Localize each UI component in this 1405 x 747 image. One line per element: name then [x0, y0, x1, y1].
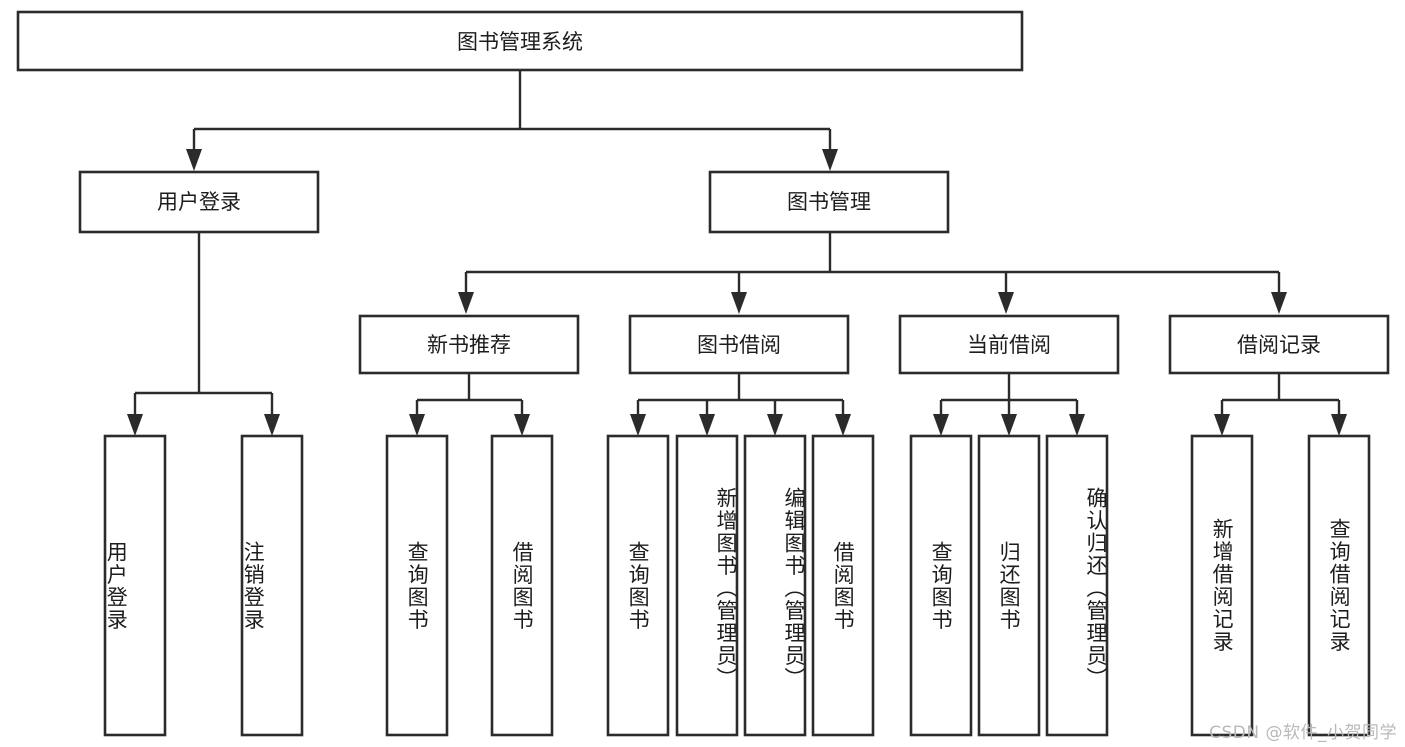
node-current-borrow[interactable]: 当前借阅 [898, 314, 1120, 375]
arrow-head-userlogin-leaf-0 [127, 414, 143, 436]
connector-group-user-login [127, 232, 280, 436]
leaf-box-new-book-1[interactable] [490, 434, 554, 737]
node-root-label: 图书管理系统 [457, 30, 583, 54]
leaf-box-book-borrow-2[interactable] [743, 434, 807, 737]
node-new-book-recommend-label: 新书推荐 [427, 333, 511, 357]
leaf-box-new-book-0[interactable] [385, 434, 449, 737]
node-current-borrow-box[interactable] [898, 314, 1120, 375]
arrow-head-user-login [186, 149, 202, 171]
leaf-box-book-borrow-0[interactable] [606, 434, 670, 737]
leaf-box-user-login-0[interactable] [103, 434, 167, 737]
arrow-head-newbook-leaf-0 [409, 414, 425, 436]
arrow-head-book-borrow [731, 292, 747, 314]
node-user-login-label: 用户登录 [157, 190, 241, 214]
arrow-head-currentborrow-leaf-0 [933, 414, 949, 436]
node-borrow-record-label: 借阅记录 [1237, 333, 1321, 357]
connector-group-borrow-record [1214, 373, 1347, 436]
csdn-watermark: CSDN @软件_小贺同学 [1209, 723, 1397, 743]
arrow-head-bookborrow-leaf-2 [767, 414, 783, 436]
node-current-borrow-label: 当前借阅 [967, 333, 1051, 357]
node-book-management-label: 图书管理 [787, 190, 871, 214]
node-new-book-recommend[interactable]: 新书推荐 [358, 314, 580, 375]
arrow-head-borrow-record [1271, 292, 1287, 314]
arrow-head-book-mgmt [822, 149, 838, 171]
leaf-box-user-login-1[interactable] [240, 434, 304, 737]
arrow-head-bookborrow-leaf-3 [835, 414, 851, 436]
arrow-head-bookborrow-leaf-1 [699, 414, 715, 436]
node-root-book-management-system[interactable]: 图书管理系统 [16, 10, 1024, 72]
node-book-management-box[interactable] [708, 170, 950, 234]
connector-group-root [186, 70, 838, 171]
connector-group-new-book-recommend [409, 373, 530, 436]
node-book-borrow[interactable]: 图书借阅 [628, 314, 850, 375]
node-book-borrow-label: 图书借阅 [697, 333, 781, 357]
arrow-head-current-borrow [998, 292, 1014, 314]
arrow-head-new-book [458, 292, 474, 314]
leaf-box-current-borrow-2[interactable] [1045, 434, 1109, 737]
arrow-head-newbook-leaf-1 [514, 414, 530, 436]
leaf-box-book-borrow-3[interactable] [811, 434, 875, 737]
connector-group-book-borrow [630, 373, 851, 436]
leaf-box-borrow-record-1[interactable] [1307, 434, 1371, 737]
node-book-borrow-box[interactable] [628, 314, 850, 375]
arrow-head-bookborrow-leaf-0 [630, 414, 646, 436]
leaf-box-current-borrow-0[interactable] [909, 434, 973, 737]
leaf-box-current-borrow-1[interactable] [977, 434, 1041, 737]
node-borrow-record[interactable]: 借阅记录 [1168, 314, 1390, 375]
connector-group-book-management [458, 232, 1287, 314]
node-borrow-record-box[interactable] [1168, 314, 1390, 375]
node-user-login-box[interactable] [78, 170, 320, 234]
arrow-head-currentborrow-leaf-2 [1069, 414, 1085, 436]
connector-group-current-borrow [933, 373, 1085, 436]
leaf-box-borrow-record-0[interactable] [1190, 434, 1254, 737]
leaf-box-book-borrow-1[interactable] [675, 434, 739, 737]
arrow-head-borrowrecord-leaf-1 [1331, 414, 1347, 436]
node-book-management[interactable]: 图书管理 [708, 170, 950, 234]
node-new-book-recommend-box[interactable] [358, 314, 580, 375]
arrow-head-borrowrecord-leaf-0 [1214, 414, 1230, 436]
node-root-box[interactable] [16, 10, 1024, 72]
arrow-head-userlogin-leaf-1 [264, 414, 280, 436]
arrow-head-currentborrow-leaf-1 [1001, 414, 1017, 436]
node-user-login[interactable]: 用户登录 [78, 170, 320, 234]
